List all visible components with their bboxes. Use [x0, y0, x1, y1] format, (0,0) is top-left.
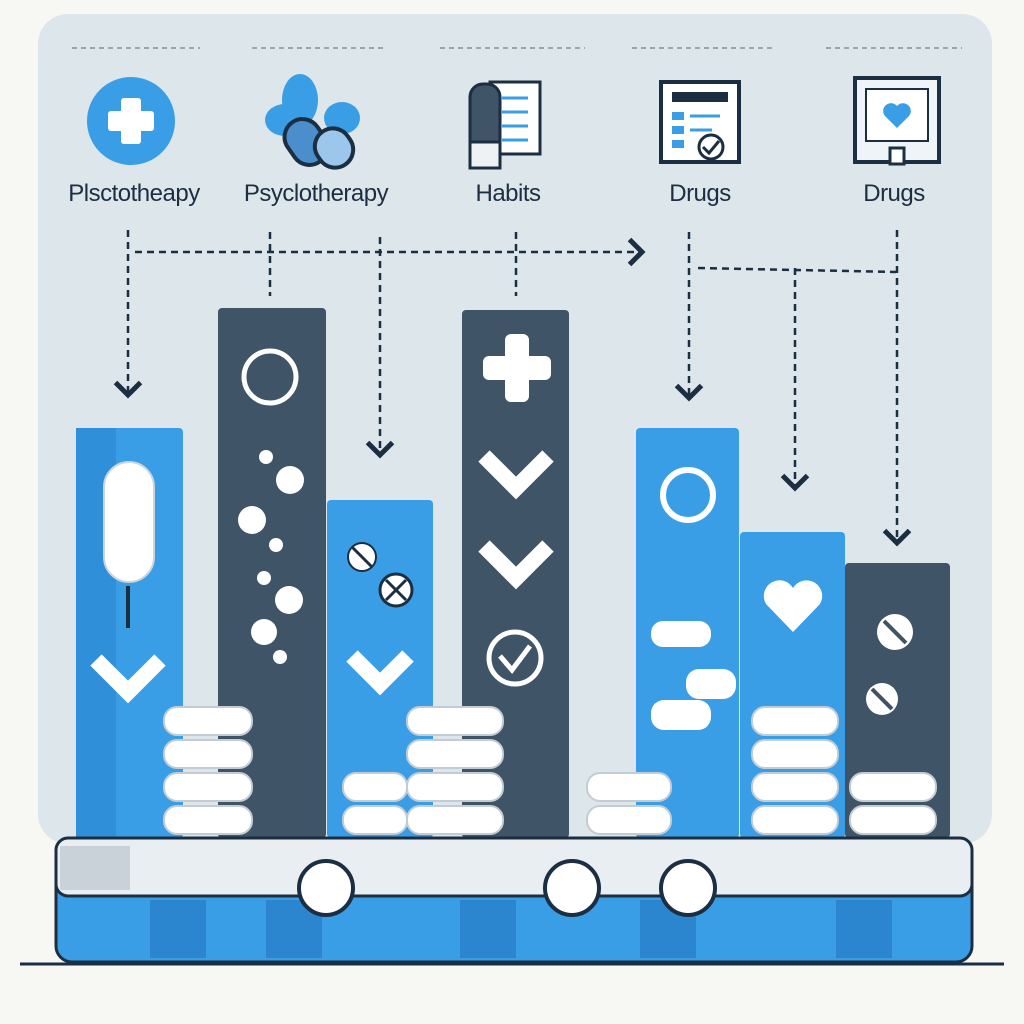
capsule-flower-icon: [265, 74, 360, 170]
pill-stacks: [163, 706, 937, 835]
column-5: [636, 428, 739, 838]
category-label-5: Drugs: [863, 180, 925, 207]
bottle-checklist-icon: [468, 80, 542, 170]
base-platform: [20, 836, 1004, 966]
category-label-2: Psyclotherapy: [243, 180, 389, 207]
medical-cross-icon: [87, 77, 175, 165]
category-label-4: Drugs: [669, 180, 731, 207]
column-1: [76, 428, 183, 838]
dashed-connectors: [113, 230, 912, 547]
category-label-3: Habits: [475, 180, 541, 207]
clipboard-check-icon: [659, 80, 741, 164]
column-7: [845, 563, 950, 838]
heart-frame-icon: [853, 76, 941, 166]
column-2: [218, 308, 326, 838]
category-label-1: Plsctotheapy: [68, 180, 200, 207]
